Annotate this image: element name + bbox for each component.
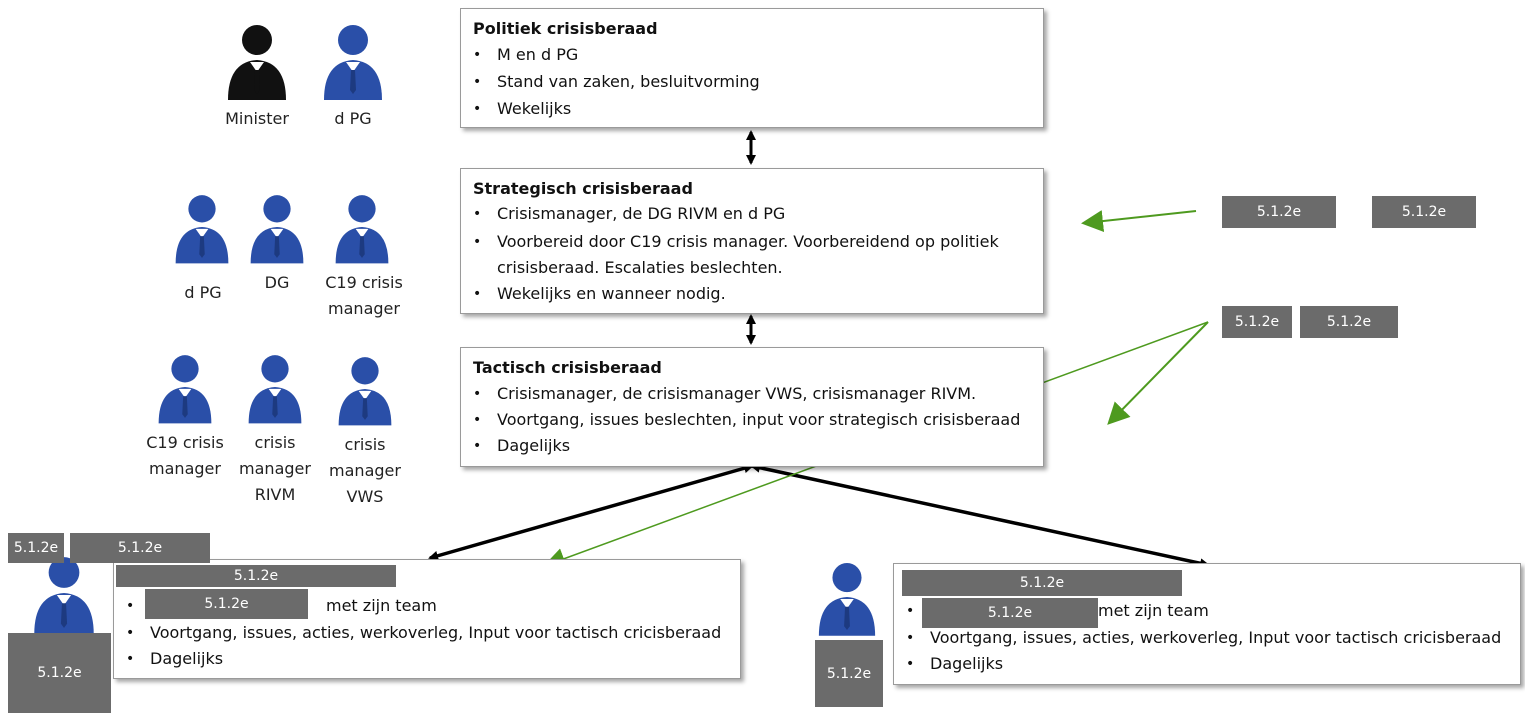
box-left-team-bullet-1-suffix: met zijn team — [326, 596, 437, 615]
person-icon-dpg-top — [324, 25, 382, 100]
box-strategisch-crisisberaad: Strategisch crisisberaad Crisismanager, … — [460, 168, 1044, 314]
box-tactisch-title: Tactisch crisisberaad — [473, 358, 662, 377]
label-dg: DG — [264, 273, 290, 292]
box-politiek-bullet-3: Wekelijks — [473, 98, 571, 120]
label-rivm-line3: RIVM — [254, 485, 296, 504]
box-right-team-bullet-3: Dagelijks — [906, 653, 1003, 675]
box-tactisch-bullet-3: Dagelijks — [473, 435, 570, 457]
box-left-team-bullet-1: met zijn team — [126, 595, 437, 617]
label-vws-line1: crisis — [344, 435, 386, 454]
box-left-team-bullet-3: Dagelijks — [126, 648, 223, 670]
label-vws-line3: VWS — [346, 487, 384, 506]
redaction-block: 5.1.2e — [902, 570, 1182, 596]
box-politiek-crisisberaad: Politiek crisisberaad M en d PG Stand va… — [460, 8, 1044, 128]
person-icon-right-team — [818, 563, 876, 636]
box-strategisch-bullet-2: Voorbereid door C19 crisis manager. Voor… — [473, 231, 999, 253]
arrow-tactisch-right-team — [750, 462, 1210, 569]
green-arrow-tactisch — [1107, 321, 1209, 425]
box-right-team-bullet-2: Voortgang, issues, acties, werkoverleg, … — [906, 627, 1501, 649]
redaction-block: 5.1.2e — [1222, 306, 1292, 338]
person-icon-c19-low — [158, 355, 212, 424]
redaction-block: 5.1.2e — [145, 589, 308, 619]
label-c19-mid-line2: manager — [328, 299, 400, 318]
box-strategisch-bullet-2-cont: crisisberaad. Escalaties beslechten. — [497, 258, 783, 277]
box-right-team-bullet-1: met zijn team — [906, 600, 1209, 622]
box-left-team-bullet-2: Voortgang, issues, acties, werkoverleg, … — [126, 622, 721, 644]
label-dpg-mid: d PG — [184, 283, 222, 302]
person-icon-dpg-mid — [175, 195, 229, 264]
redaction-block: 5.1.2e — [8, 533, 64, 563]
label-c19-low-line1: C19 crisis — [146, 433, 224, 452]
box-strategisch-title: Strategisch crisisberaad — [473, 179, 693, 198]
person-icon-c19-mid — [335, 195, 389, 264]
label-dpg-top: d PG — [334, 109, 372, 128]
green-arrow-strategisch — [1081, 210, 1197, 233]
redaction-block: 5.1.2e — [922, 598, 1098, 628]
box-politiek-bullet-2: Stand van zaken, besluitvorming — [473, 71, 760, 93]
label-c19-mid-line1: C19 crisis — [325, 273, 403, 292]
redaction-block: 5.1.2e — [116, 565, 396, 587]
label-vws-line2: manager — [329, 461, 401, 480]
box-strategisch-bullet-3: Wekelijks en wanneer nodig. — [473, 283, 726, 305]
box-politiek-title: Politiek crisisberaad — [473, 19, 658, 38]
label-rivm-line2: manager — [239, 459, 311, 478]
box-left-team: met zijn team Voortgang, issues, acties,… — [113, 559, 741, 679]
redaction-block: 5.1.2e — [70, 533, 210, 563]
arrow-tactisch-left-team — [428, 463, 754, 561]
box-tactisch-bullet-2: Voortgang, issues beslechten, input voor… — [473, 409, 1020, 431]
label-minister: Minister — [225, 109, 289, 128]
label-c19-low-line2: manager — [149, 459, 221, 478]
redaction-block: 5.1.2e — [1372, 196, 1476, 228]
redaction-block: 5.1.2e — [1300, 306, 1398, 338]
box-tactisch-crisisberaad: Tactisch crisisberaad Crisismanager, de … — [460, 347, 1044, 467]
person-icon-vws — [338, 357, 392, 426]
redaction-block: 5.1.2e — [815, 640, 883, 707]
person-icon-dg — [250, 195, 304, 264]
box-tactisch-bullet-1: Crisismanager, de crisismanager VWS, cri… — [473, 383, 976, 405]
box-right-team-bullet-1-suffix: met zijn team — [1098, 601, 1209, 620]
person-icon-rivm — [248, 355, 302, 424]
person-icon-minister — [228, 25, 286, 100]
person-icon-left-team — [34, 557, 94, 634]
redaction-block: 5.1.2e — [1222, 196, 1336, 228]
redaction-block: 5.1.2e — [8, 633, 111, 713]
box-strategisch-bullet-1: Crisismanager, de DG RIVM en d PG — [473, 203, 785, 225]
label-rivm-line1: crisis — [254, 433, 296, 452]
box-politiek-bullet-1: M en d PG — [473, 44, 578, 66]
